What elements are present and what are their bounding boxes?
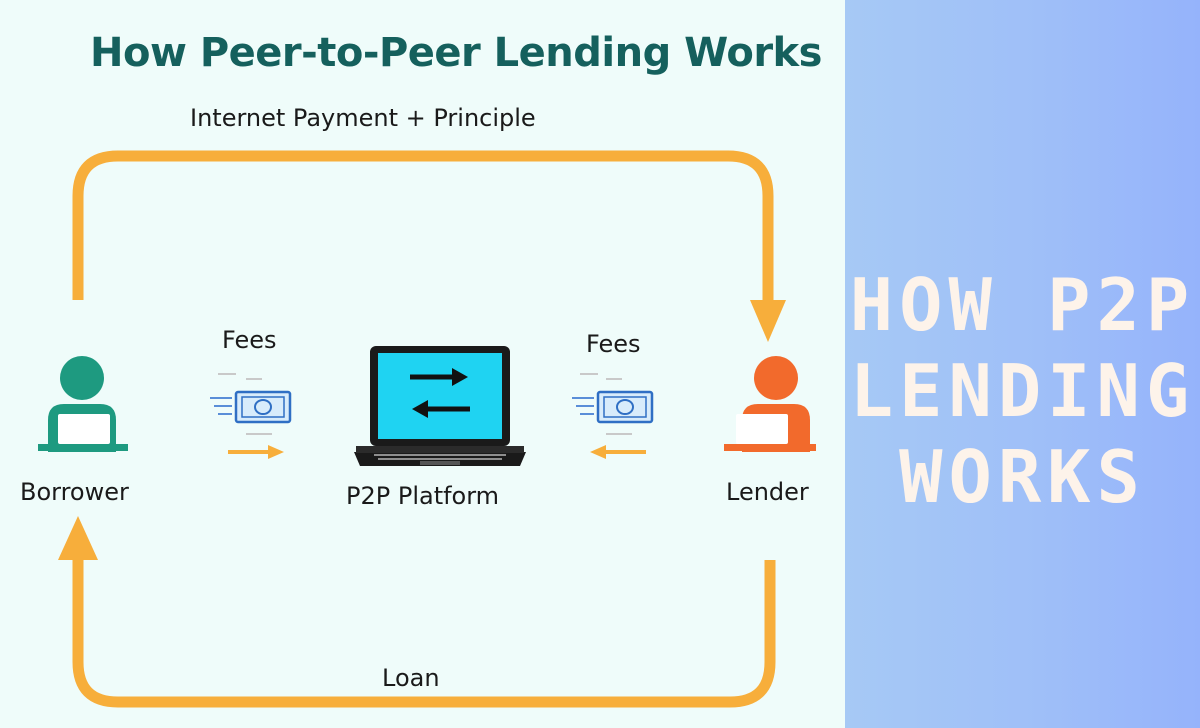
lender-label: Lender (726, 478, 809, 506)
bottom-flow-label: Loan (382, 664, 440, 692)
diagram-title: How Peer-to-Peer Lending Works (90, 30, 822, 76)
lender-icon (724, 356, 816, 452)
borrower-label: Borrower (20, 478, 129, 506)
fees-right-label: Fees (586, 330, 641, 358)
side-title-line-1: HOW P2P (849, 263, 1196, 347)
top-flow-arrowhead (750, 300, 786, 342)
side-title: HOW P2P LENDING WORKS (845, 262, 1200, 520)
bottom-flow-arrowhead (58, 516, 98, 560)
top-flow-label: Internet Payment + Principle (190, 104, 536, 132)
fees-left-money-icon (210, 373, 292, 459)
platform-label: P2P Platform (346, 482, 500, 510)
laptop-exchange-icon (354, 346, 526, 466)
side-panel (845, 0, 1200, 728)
top-flow-arrow (72, 150, 774, 312)
borrower-icon (38, 356, 128, 452)
fees-left-label: Fees (222, 326, 277, 354)
fees-right-money-icon (572, 373, 654, 459)
side-title-line-2: LENDING (849, 349, 1196, 433)
bottom-flow-arrow (72, 556, 776, 708)
side-title-line-3: WORKS (899, 435, 1146, 519)
flow-diagram (38, 150, 816, 708)
